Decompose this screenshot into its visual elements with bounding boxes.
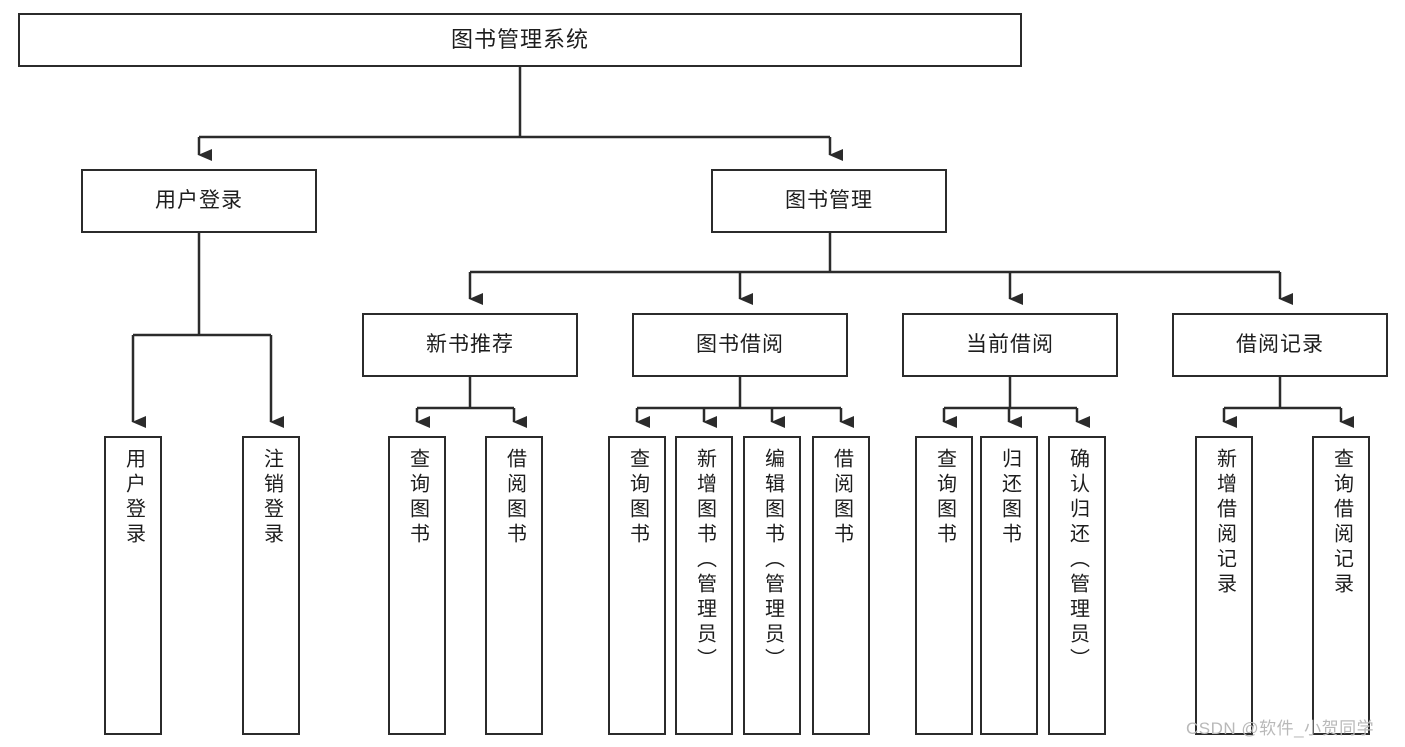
node-label: 新增图书（管理员） [693, 448, 716, 673]
node-leaf-add-book-admin[interactable]: 新增图书（管理员） [675, 436, 733, 735]
node-label: 查询借阅记录 [1330, 448, 1353, 598]
node-label: 借阅记录 [1236, 333, 1324, 357]
node-label: 查询图书 [406, 448, 429, 548]
node-leaf-user-login[interactable]: 用户登录 [104, 436, 162, 735]
node-current-borrow[interactable]: 当前借阅 [902, 313, 1118, 377]
node-label: 用户登录 [155, 189, 243, 213]
node-label: 编辑图书（管理员） [761, 448, 784, 673]
node-leaf-query-book-borrow[interactable]: 查询图书 [608, 436, 666, 735]
node-leaf-add-borrow-record[interactable]: 新增借阅记录 [1195, 436, 1253, 735]
node-leaf-return-book[interactable]: 归还图书 [980, 436, 1038, 735]
node-label: 借阅图书 [503, 448, 526, 548]
node-borrow-record[interactable]: 借阅记录 [1172, 313, 1388, 377]
node-label: 图书管理系统 [450, 26, 589, 52]
node-label: 用户登录 [122, 448, 145, 548]
node-root-book-management-system[interactable]: 图书管理系统 [18, 13, 1022, 67]
node-book-borrow[interactable]: 图书借阅 [632, 313, 848, 377]
node-new-book-recommend[interactable]: 新书推荐 [362, 313, 578, 377]
node-leaf-borrow-book-recommend[interactable]: 借阅图书 [485, 436, 543, 735]
node-leaf-query-book-current[interactable]: 查询图书 [915, 436, 973, 735]
node-label: 查询图书 [933, 448, 956, 548]
node-label: 新增借阅记录 [1213, 448, 1236, 598]
node-book-management[interactable]: 图书管理 [711, 169, 947, 233]
node-label: 注销登录 [260, 448, 283, 548]
node-label: 借阅图书 [830, 448, 853, 548]
node-leaf-query-borrow-record[interactable]: 查询借阅记录 [1312, 436, 1370, 735]
node-label: 图书管理 [785, 189, 873, 213]
node-leaf-logout-login[interactable]: 注销登录 [242, 436, 300, 735]
node-label: 确认归还（管理员） [1066, 448, 1089, 673]
node-leaf-borrow-book[interactable]: 借阅图书 [812, 436, 870, 735]
node-label: 图书借阅 [696, 333, 784, 357]
node-leaf-query-book-recommend[interactable]: 查询图书 [388, 436, 446, 735]
node-label: 归还图书 [998, 448, 1021, 548]
node-leaf-edit-book-admin[interactable]: 编辑图书（管理员） [743, 436, 801, 735]
node-user-login[interactable]: 用户登录 [81, 169, 317, 233]
node-label: 当前借阅 [966, 333, 1054, 357]
node-label: 新书推荐 [426, 333, 514, 357]
node-label: 查询图书 [626, 448, 649, 548]
node-leaf-confirm-return-admin[interactable]: 确认归还（管理员） [1048, 436, 1106, 735]
csdn-watermark: CSDN @软件_小贺同学 [1186, 719, 1375, 738]
